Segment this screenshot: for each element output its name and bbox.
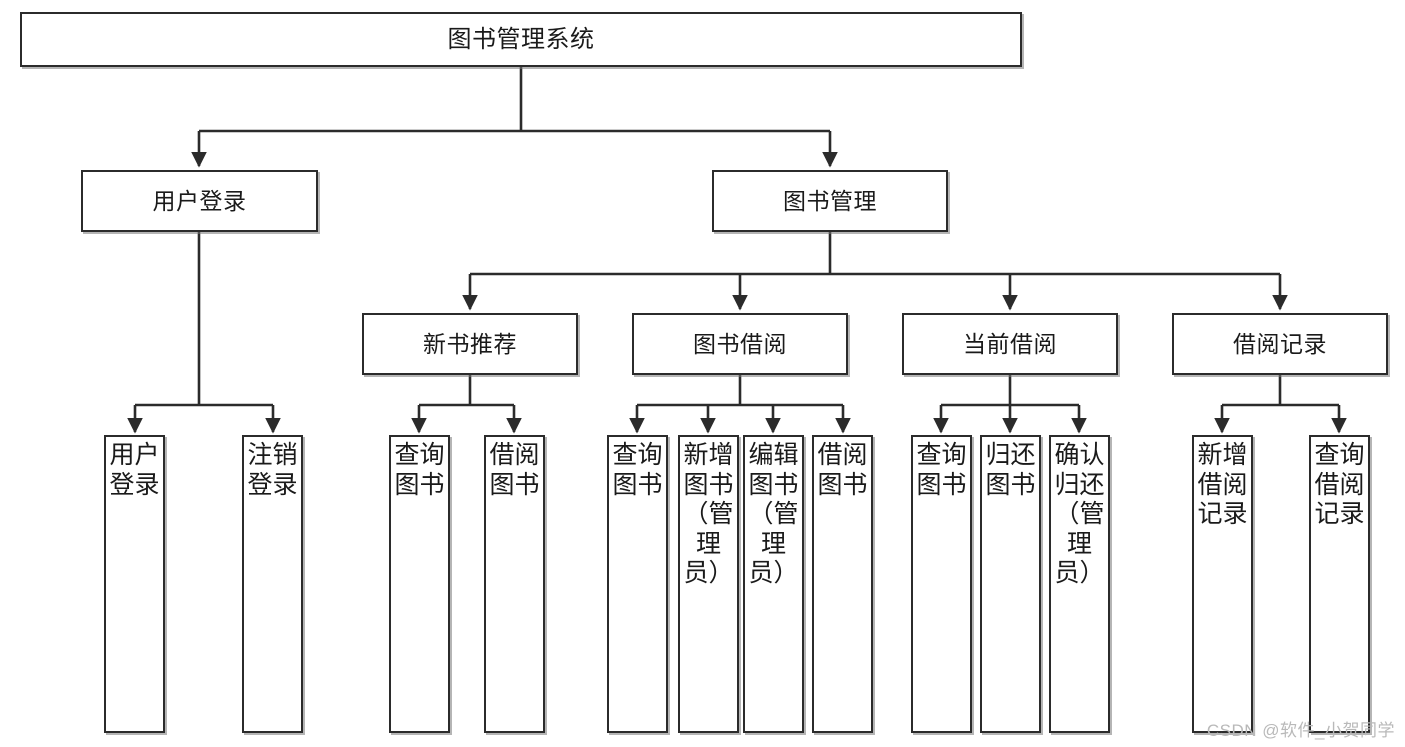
- leaf-borrow-borrow-book[interactable]: 借阅图书: [812, 435, 873, 733]
- node-user-login[interactable]: 用户登录: [81, 170, 318, 232]
- node-label: 图书管理: [783, 187, 877, 214]
- node-label: 确认归还（管理员）: [1054, 441, 1105, 587]
- node-book-management[interactable]: 图书管理: [712, 170, 948, 232]
- node-new-book-recommend[interactable]: 新书推荐: [362, 313, 578, 375]
- node-label: 借阅图书: [817, 441, 868, 499]
- leaf-current-confirm-return-admin[interactable]: 确认归还（管理员）: [1049, 435, 1110, 733]
- node-label: 当前借阅: [963, 330, 1057, 357]
- leaf-user-login-signin[interactable]: 用户登录: [104, 435, 165, 733]
- csdn-watermark: CSDN @软件_小贺同学: [1206, 721, 1395, 740]
- node-label: 借阅图书: [489, 441, 540, 499]
- node-label: 用户登录: [152, 187, 247, 214]
- node-label: 新书推荐: [423, 330, 517, 357]
- node-label: 新增借阅记录: [1197, 441, 1248, 528]
- node-root-system[interactable]: 图书管理系统: [20, 12, 1022, 67]
- leaf-borrow-add-book-admin[interactable]: 新增图书（管理员）: [678, 435, 739, 733]
- leaf-current-return-book[interactable]: 归还图书: [980, 435, 1041, 733]
- leaf-borrow-edit-book-admin[interactable]: 编辑图书（管理员）: [743, 435, 804, 733]
- node-label: 注销登录: [247, 441, 298, 499]
- leaf-recommend-borrow-book[interactable]: 借阅图书: [484, 435, 545, 733]
- node-label: 图书借阅: [693, 330, 787, 357]
- node-label: 归还图书: [985, 441, 1036, 499]
- node-label: 图书管理系统: [447, 25, 595, 53]
- leaf-user-login-signout[interactable]: 注销登录: [242, 435, 303, 733]
- node-label: 查询图书: [916, 441, 967, 499]
- node-label: 新增图书（管理员）: [683, 441, 734, 587]
- node-borrow-record[interactable]: 借阅记录: [1172, 313, 1388, 375]
- node-label: 借阅记录: [1233, 330, 1327, 357]
- leaf-recommend-query-book[interactable]: 查询图书: [389, 435, 450, 733]
- leaf-current-query-book[interactable]: 查询图书: [911, 435, 972, 733]
- leaf-borrow-query-book[interactable]: 查询图书: [607, 435, 668, 733]
- node-label: 查询图书: [612, 441, 663, 499]
- leaf-record-query-record[interactable]: 查询借阅记录: [1309, 435, 1370, 733]
- node-label: 编辑图书（管理员）: [748, 441, 799, 587]
- node-book-borrow[interactable]: 图书借阅: [632, 313, 848, 375]
- leaf-record-add-record[interactable]: 新增借阅记录: [1192, 435, 1253, 733]
- node-label: 用户登录: [109, 441, 160, 499]
- node-label: 查询借阅记录: [1314, 441, 1365, 528]
- node-label: 查询图书: [394, 441, 445, 499]
- node-current-borrow[interactable]: 当前借阅: [902, 313, 1118, 375]
